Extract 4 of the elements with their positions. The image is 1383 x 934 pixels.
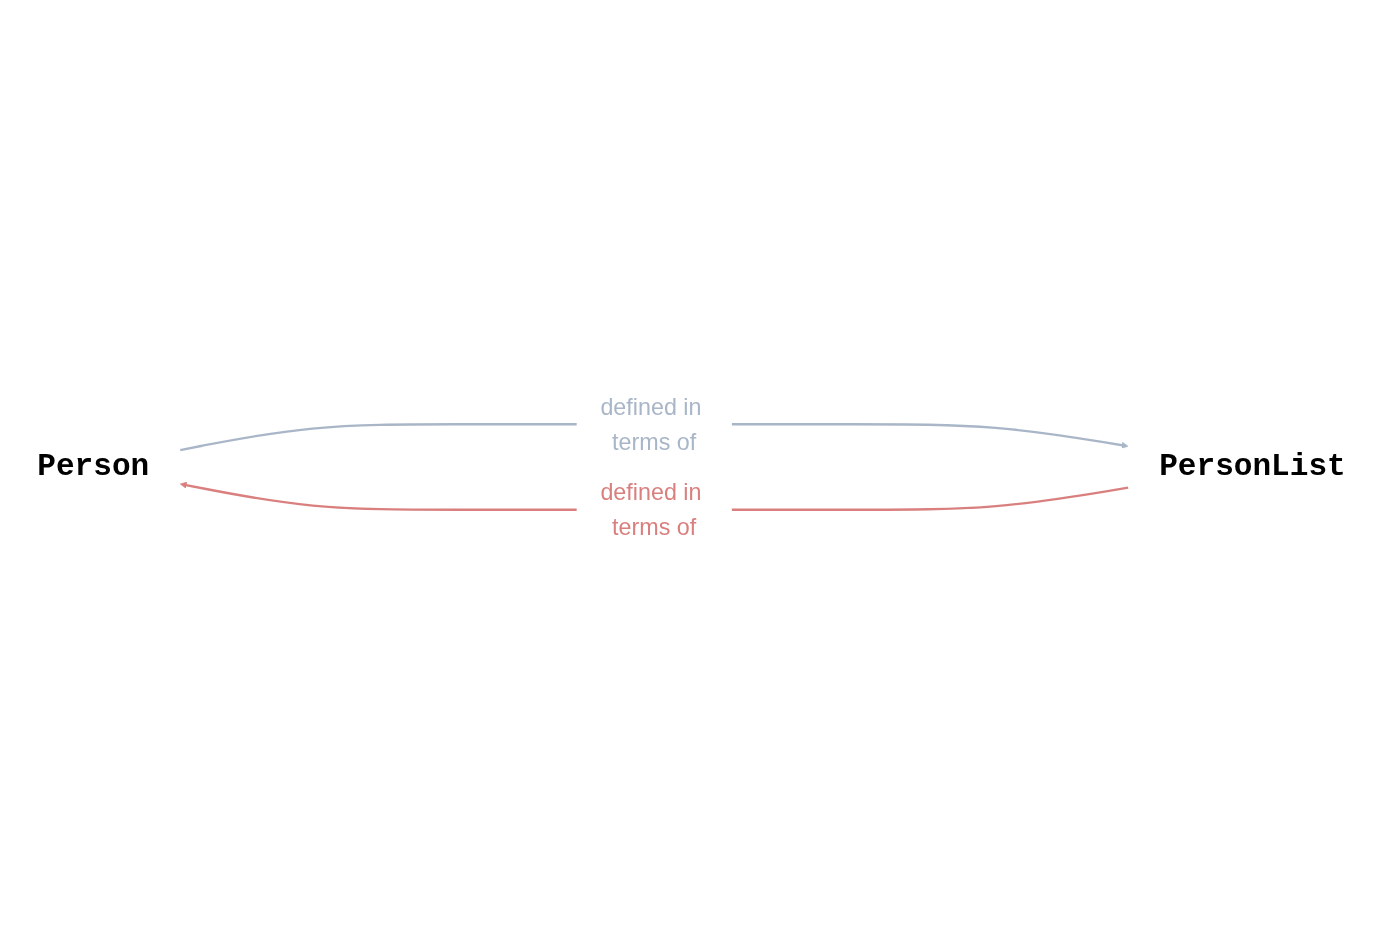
node-text: Person (37, 449, 150, 485)
node-text: PersonList (1159, 449, 1346, 485)
edge-label: defined in terms of (600, 393, 702, 455)
edge-label: defined in terms of (600, 479, 702, 541)
